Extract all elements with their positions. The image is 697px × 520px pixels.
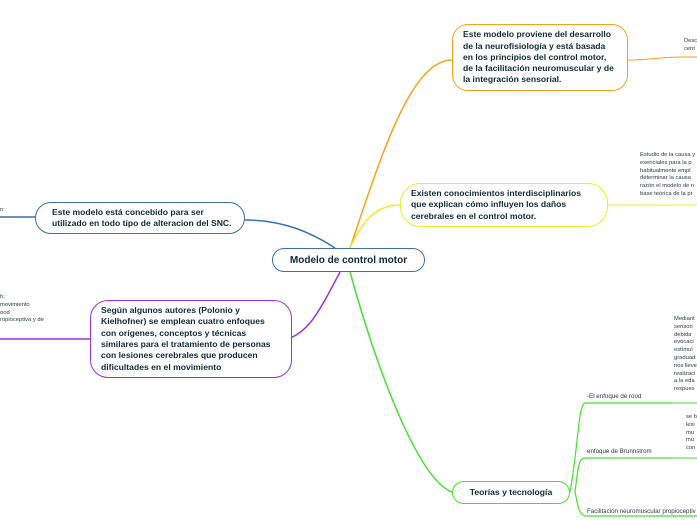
leaf-facilitacion[interactable]: Facilitación neuromuscular propioceptiv	[587, 508, 696, 515]
central-topic[interactable]: Modelo de control motor	[272, 248, 425, 272]
fragment-left-concebido: n:	[0, 207, 5, 213]
link-brunnstrom	[574, 457, 672, 493]
leaf-brunnstrom[interactable]: enfoque de Brunnstrom	[587, 448, 652, 455]
fragment-left-autores: h, movimiento ood ropioceptiva y de	[0, 294, 44, 324]
topic-autores[interactable]: Según algunos autores (Polonio y Kielhof…	[90, 300, 292, 378]
link-facilitacion	[574, 491, 697, 517]
leaf-rood[interactable]: -El enfoque de rood	[587, 393, 642, 400]
link-origen	[349, 59, 453, 249]
topic-teorias[interactable]: Teorías y tecnología	[452, 481, 570, 504]
link-teorias	[349, 271, 453, 493]
topic-origen-text: Este modelo proviene del desarrollo de l…	[463, 29, 614, 85]
link-origen-desc	[627, 56, 697, 61]
topic-concebido-text: Este modelo está concebido para ser util…	[52, 206, 232, 228]
topic-teorias-text: Teorías y tecnología	[469, 486, 553, 497]
link-autores	[289, 271, 341, 339]
fragment-mediante: Mediant sensori debida evocaci estímul g…	[674, 316, 697, 393]
link-concebido	[244, 219, 336, 249]
link-conocimientos	[349, 204, 401, 249]
topic-origen[interactable]: Este modelo proviene del desarrollo de l…	[452, 24, 628, 91]
link-rood	[569, 402, 672, 493]
topic-conocimientos[interactable]: Existen conocimientos interdisciplinario…	[400, 183, 608, 227]
fragment-desc-origen: Desc cent	[684, 38, 697, 52]
topic-conocimientos-text: Existen conocimientos interdisciplinario…	[411, 188, 582, 221]
fragment-brunnstrom-desc: se b lesi mu mú con	[686, 414, 697, 452]
fragment-estudio: Estudio de la causa y esenciales para la…	[640, 152, 696, 197]
topic-concebido[interactable]: Este modelo está concebido para ser util…	[35, 202, 245, 234]
topic-autores-text: Según algunos autores (Polonio y Kielhof…	[101, 305, 271, 372]
